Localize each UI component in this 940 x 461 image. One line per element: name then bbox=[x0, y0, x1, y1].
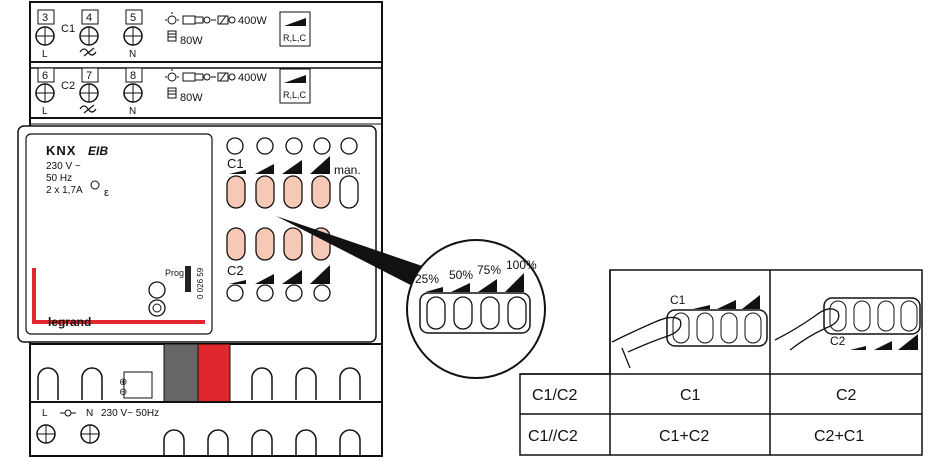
mode-table: C1 C2 C1/C2 C1 C2 C1//C2 bbox=[519, 269, 923, 456]
terminal-row-1: 3 4 5 C1 L N 400W 80W bbox=[35, 9, 311, 60]
svg-text:C2: C2 bbox=[227, 263, 244, 278]
prog-led-slot bbox=[185, 266, 191, 292]
svg-text:100%: 100% bbox=[506, 258, 537, 272]
svg-text:4: 4 bbox=[86, 12, 92, 24]
svg-text:3: 3 bbox=[42, 12, 48, 24]
rlc-box: R,L,C bbox=[279, 68, 311, 104]
svg-text:N: N bbox=[129, 49, 136, 60]
svg-text:50%: 50% bbox=[449, 268, 473, 282]
dimmer-output-icon bbox=[79, 104, 97, 114]
screw-terminal-8 bbox=[123, 83, 143, 103]
svg-text:2 x 1,7A: 2 x 1,7A bbox=[46, 185, 83, 196]
svg-text:C2: C2 bbox=[61, 80, 75, 92]
svg-text:25%: 25% bbox=[415, 272, 439, 286]
svg-text:C1: C1 bbox=[227, 156, 244, 171]
row2-mode: C1//C2 bbox=[528, 428, 578, 445]
svg-text:L: L bbox=[42, 408, 48, 419]
rlc-box: R,L,C bbox=[279, 11, 311, 47]
svg-text:legrand: legrand bbox=[48, 315, 91, 329]
screw-terminal-4 bbox=[79, 26, 99, 46]
screw-terminal-n bbox=[80, 424, 100, 444]
knx-module: 3 4 5 C1 L N 400W 80W bbox=[17, 1, 383, 457]
c2-button-2[interactable] bbox=[255, 227, 275, 261]
finger-icon bbox=[611, 316, 682, 369]
screw-terminal-7 bbox=[79, 83, 99, 103]
svg-text:EIB: EIB bbox=[88, 144, 108, 158]
supply-terminals: L N 230 V~ 50Hz bbox=[36, 408, 159, 444]
svg-text:Prog: Prog bbox=[165, 268, 184, 278]
svg-text:230 V~ 50Hz: 230 V~ 50Hz bbox=[101, 408, 159, 419]
row2-b: C2+C1 bbox=[814, 428, 864, 445]
svg-text:8: 8 bbox=[130, 70, 136, 82]
svg-text:C1: C1 bbox=[670, 293, 686, 307]
svg-text:7: 7 bbox=[86, 70, 92, 82]
lamp-load-icons bbox=[165, 12, 236, 42]
svg-text:C2: C2 bbox=[830, 334, 846, 348]
led-row-bottom bbox=[226, 284, 331, 302]
svg-text:L: L bbox=[42, 106, 48, 117]
finger-icon bbox=[774, 308, 840, 351]
c1-button-4[interactable] bbox=[311, 175, 331, 209]
device-label: KNX EIB 230 V ~ 50 Hz 2 x 1,7A ε Prog 0 … bbox=[32, 143, 205, 329]
prog-button[interactable] bbox=[148, 299, 166, 317]
svg-text:6: 6 bbox=[42, 70, 48, 82]
level-bars-c1 bbox=[229, 156, 330, 174]
red-bracket bbox=[32, 268, 205, 324]
svg-text:5: 5 bbox=[130, 12, 136, 24]
screw-terminal-5 bbox=[123, 26, 143, 46]
terminal-row-2: 6 7 8 C2 L N 400W 80W R, bbox=[35, 67, 311, 117]
illustration-c2: C2 bbox=[774, 297, 921, 351]
row1-mode: C1/C2 bbox=[532, 387, 577, 404]
svg-text:⊕: ⊕ bbox=[119, 377, 127, 388]
c1-button-2[interactable] bbox=[255, 175, 275, 209]
svg-text:man.: man. bbox=[334, 163, 361, 177]
lamp-icon bbox=[90, 180, 100, 190]
svg-text:⊖: ⊖ bbox=[119, 387, 127, 398]
svg-text:400W: 400W bbox=[238, 15, 267, 27]
manual-button[interactable] bbox=[339, 175, 359, 209]
svg-text:KNX: KNX bbox=[46, 143, 76, 158]
led-row-top bbox=[226, 137, 358, 155]
level-bars-c2 bbox=[229, 265, 330, 284]
row2-a: C1+C2 bbox=[659, 428, 709, 445]
dimmer-output-icon bbox=[79, 47, 97, 57]
c1-button-1[interactable] bbox=[226, 175, 246, 209]
svg-text:N: N bbox=[86, 408, 93, 419]
screw-terminal-l bbox=[36, 424, 56, 444]
bus-connector: ⊕ ⊖ bbox=[119, 343, 231, 403]
label-area bbox=[25, 133, 213, 335]
screw-terminal-6 bbox=[35, 83, 55, 103]
illustration-c1: C1 bbox=[611, 293, 768, 369]
svg-text:230 V ~: 230 V ~ bbox=[46, 161, 81, 172]
lamp-load-icons bbox=[165, 69, 236, 99]
svg-text:C1: C1 bbox=[61, 23, 75, 35]
bottom-clips-lower bbox=[163, 429, 361, 456]
svg-text:R,L,C: R,L,C bbox=[283, 33, 307, 43]
svg-text:50 Hz: 50 Hz bbox=[46, 173, 72, 184]
svg-text:80W: 80W bbox=[180, 92, 203, 104]
svg-text:0 026 59: 0 026 59 bbox=[196, 267, 205, 299]
bottom-clips bbox=[37, 367, 361, 400]
svg-text:400W: 400W bbox=[238, 72, 267, 84]
svg-text:R,L,C: R,L,C bbox=[283, 90, 307, 100]
screw-terminal-3 bbox=[35, 26, 55, 46]
zoom-callout: 25% 50% 75% 100% bbox=[276, 216, 546, 379]
c1-button-3[interactable] bbox=[283, 175, 303, 209]
row1-b: C2 bbox=[836, 387, 857, 404]
svg-text:L: L bbox=[42, 49, 48, 60]
row1-a: C1 bbox=[680, 387, 701, 404]
channel-1-buttons bbox=[226, 175, 359, 209]
c2-button-1[interactable] bbox=[226, 227, 246, 261]
svg-text:N: N bbox=[129, 106, 136, 117]
svg-text:80W: 80W bbox=[180, 35, 203, 47]
svg-text:75%: 75% bbox=[477, 263, 501, 277]
led-indicator bbox=[148, 281, 166, 299]
c2-button-3[interactable] bbox=[283, 227, 303, 261]
svg-text:ε: ε bbox=[104, 187, 109, 199]
